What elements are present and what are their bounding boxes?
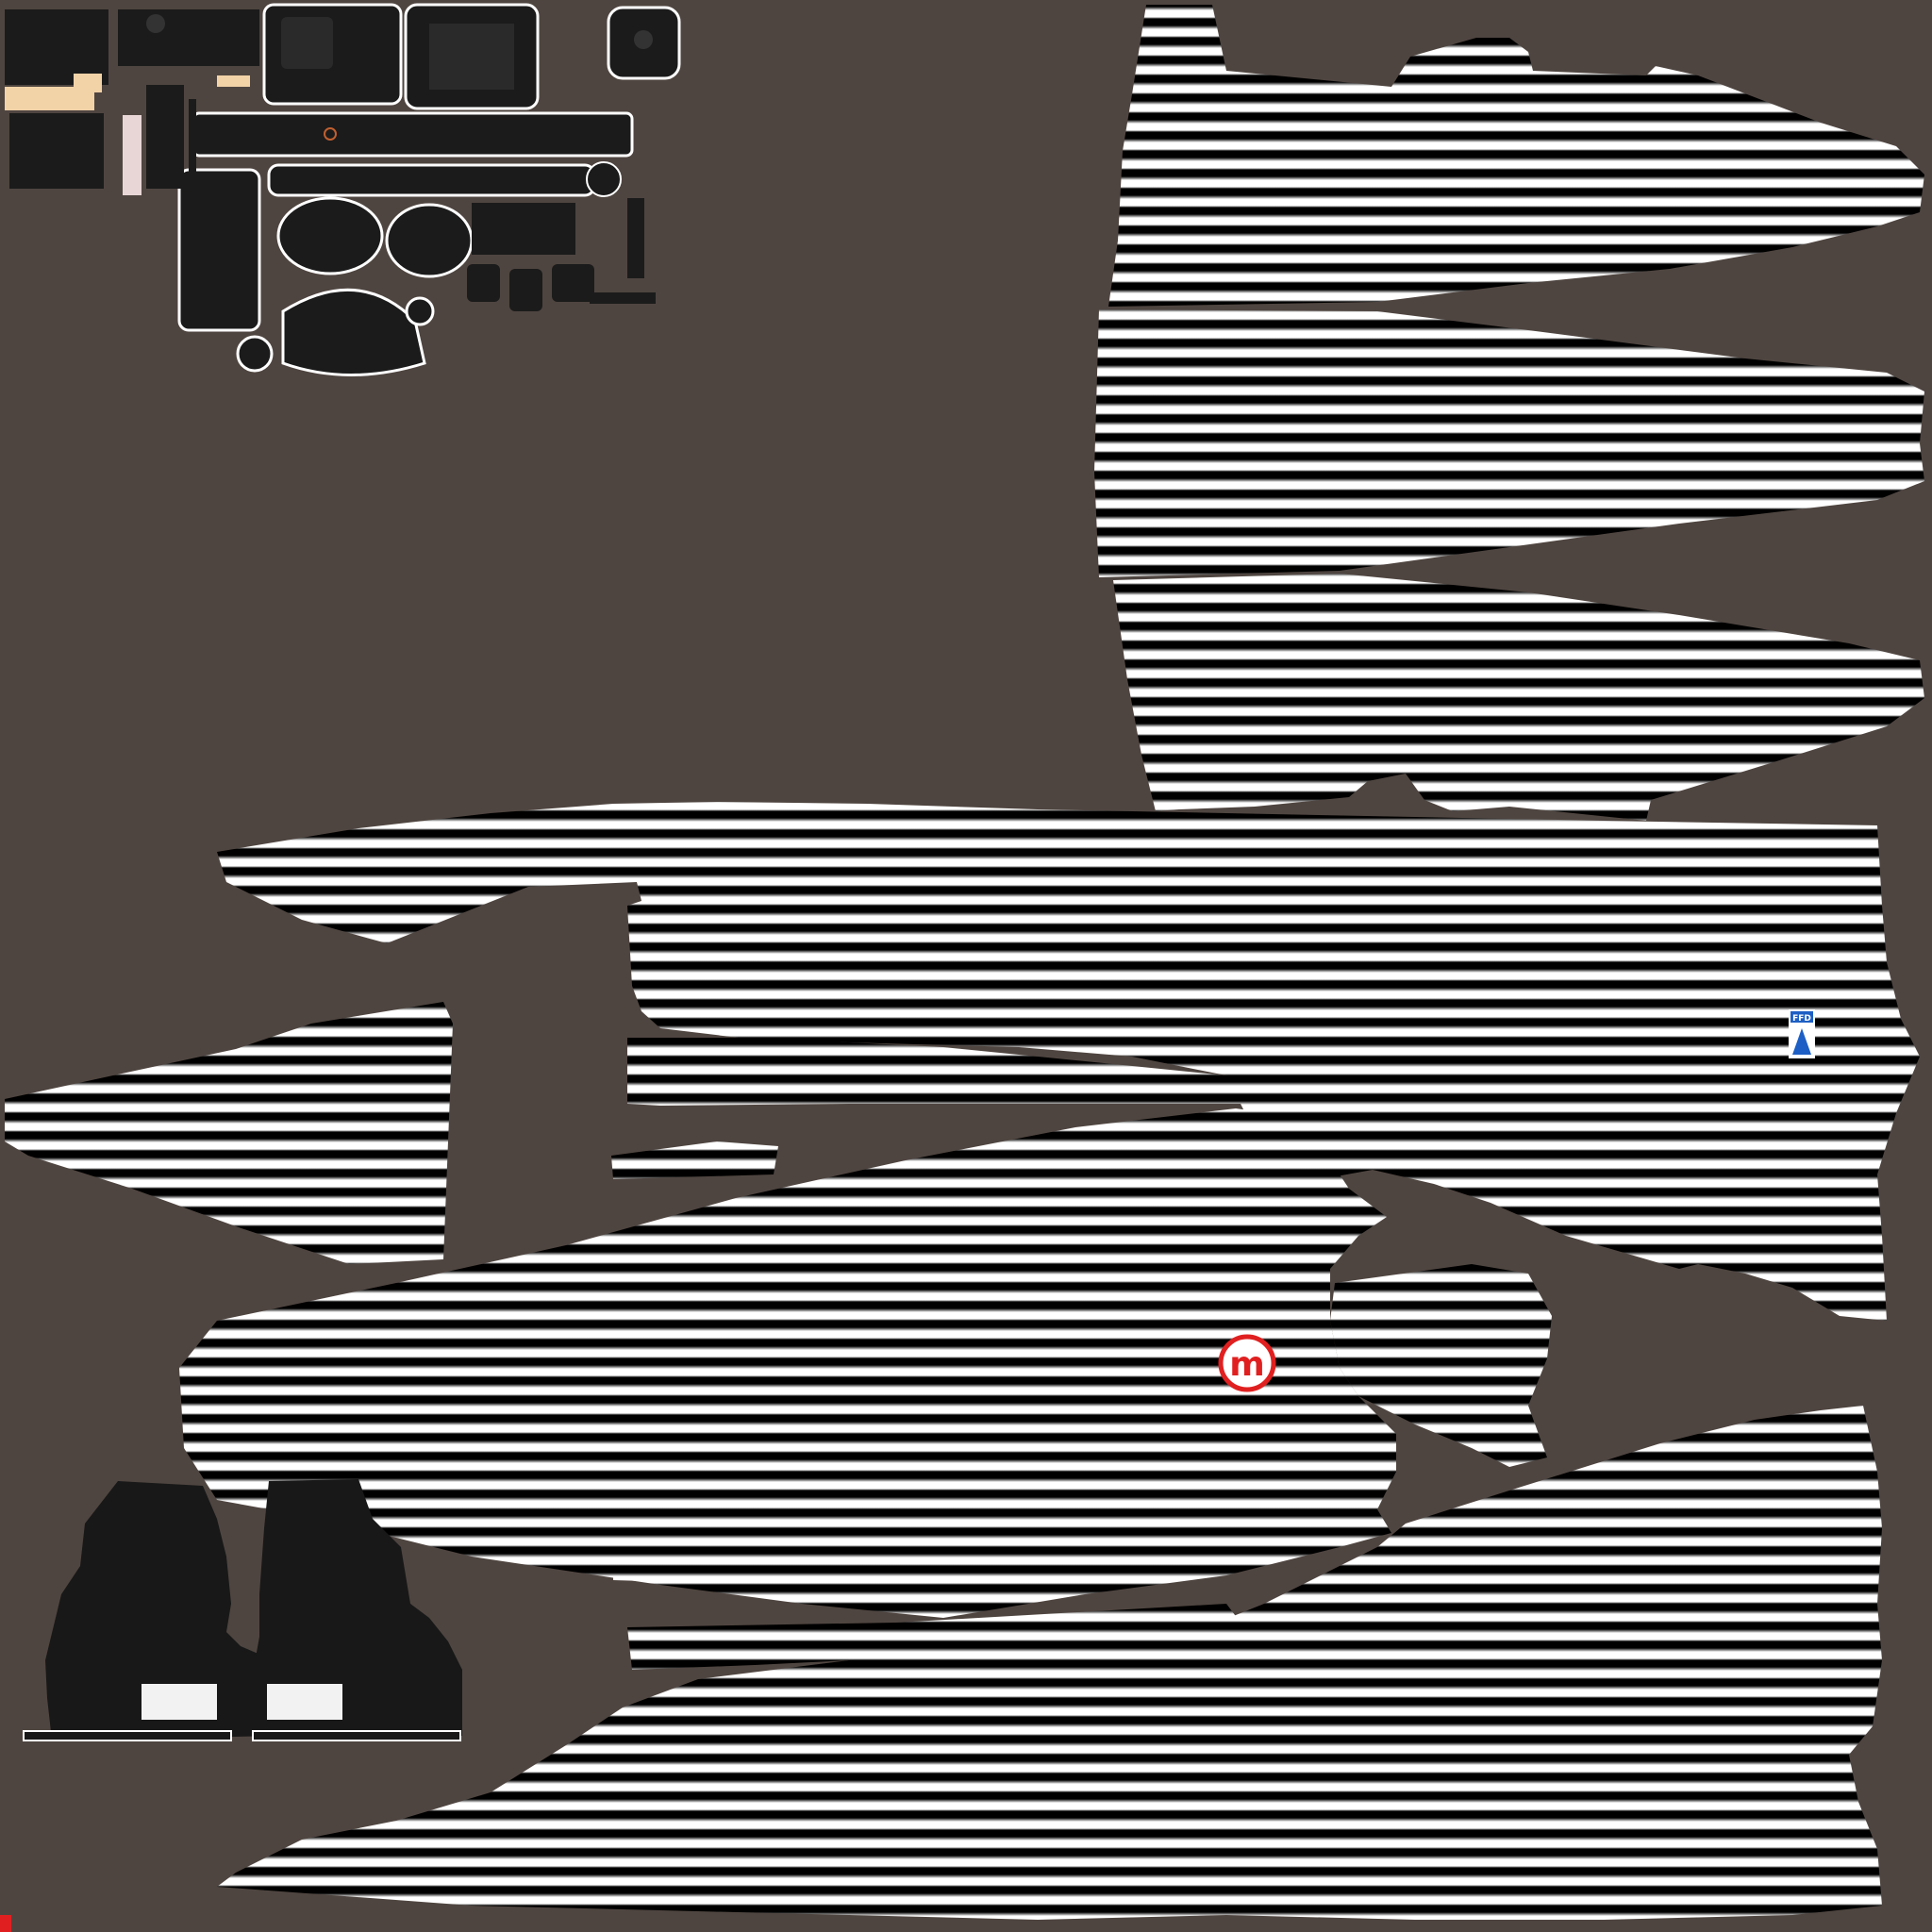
sleeve-panel-middle [1094,309,1924,577]
collar-inner-piece [1330,1264,1552,1467]
shirt-strip-lower-2 [613,1552,774,1585]
goggle-left-piece [276,196,384,275]
boot-left-label [142,1684,217,1720]
boot-pieces [23,1479,462,1741]
camera-strip-piece [192,111,634,158]
goggle-right-piece [385,203,474,278]
corner-marker [0,1915,11,1932]
sleeve-panel-top [1108,5,1924,307]
boot-right [250,1479,462,1740]
shirt-strip-lower [627,1604,1255,1670]
shirt-body-center [179,1108,1396,1618]
connector-piece-3 [552,264,594,302]
accessory-cluster [0,0,681,387]
hair-piece [5,9,108,85]
mount-arc-piece [281,288,426,376]
grip-piece [177,168,261,332]
connector-piece-1 [467,264,500,302]
striped-pieces [5,5,1924,1920]
gear-piece [236,335,274,373]
crest-badge-icon: FFD [1789,1009,1815,1058]
skin-patch-2 [74,74,102,92]
sponsor-logo-text: m [1229,1345,1265,1384]
left-sleeve-piece [5,1002,453,1264]
boot-right-label [267,1684,342,1720]
shirt-body-lower-right [217,1406,1882,1920]
red-circle-logo-icon: m [1218,1334,1276,1392]
skin-strip [123,115,142,195]
sleeve-panel-lower [1113,574,1924,821]
camera-band-piece [267,163,596,197]
shirt-strip-mid [611,1141,778,1179]
shirt-body-upper [217,802,1920,1321]
crest-text: FFD [1792,1014,1811,1024]
connector-piece-2 [509,269,542,311]
boot-left [45,1481,278,1740]
shirt-strip-upper [627,1038,1245,1106]
